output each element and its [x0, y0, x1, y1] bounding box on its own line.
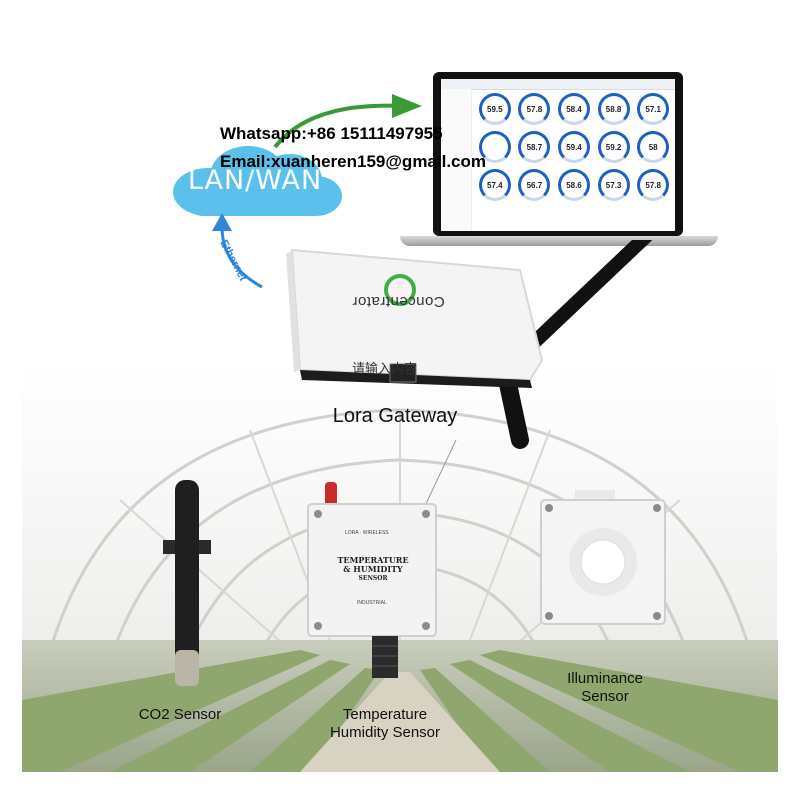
gauge: 58.4: [557, 93, 590, 125]
th-label: Temperature Humidity Sensor: [300, 706, 470, 742]
co2-sensor: [163, 480, 211, 686]
gateway-brand: Concentrator: [352, 293, 445, 310]
cloud-icon: [173, 146, 342, 216]
green-arrow-icon: [273, 94, 422, 149]
th-box-line3: SENSOR: [358, 575, 388, 582]
gauge-grid: 59.5 57.8 58.4 58.8 57.1 58.7 59.4 59.2 …: [475, 93, 673, 201]
gauge: 59.2: [597, 131, 630, 163]
th-box-line1: TEMPERATURE: [337, 555, 409, 565]
th-sensor: [307, 482, 437, 678]
gauge: 58: [637, 131, 670, 163]
th-box-top: LORA · WIRELESS: [345, 530, 389, 536]
gauge: 57.8: [518, 93, 551, 125]
gateway-device: [286, 240, 653, 449]
illuminance-label-line2: Sensor: [581, 688, 629, 705]
dashboard-sidebar: [441, 89, 472, 231]
connector-line: [423, 440, 457, 509]
gateway-label: Lora Gateway: [332, 405, 458, 427]
email-text: Email:xuanheren159@gmail.com: [220, 152, 487, 171]
co2-label: CO2 Sensor: [138, 706, 222, 723]
gauge: [478, 131, 511, 163]
th-box-line2: & HUMIDITY: [343, 564, 403, 574]
gauge: 56.7: [518, 169, 551, 201]
browser-toolbar: [441, 79, 675, 90]
th-box-title: TEMPERATURE & HUMIDITY SENSOR: [333, 556, 413, 583]
gauge: 58.6: [557, 169, 590, 201]
illuminance-label: Illuminance Sensor: [545, 670, 665, 706]
blue-arrow-icon: [212, 213, 263, 289]
cloud-label: LAN/WAN: [187, 165, 323, 196]
gauge: 57.4: [478, 169, 511, 201]
illuminance-sensor: [540, 490, 666, 625]
th-label-line1: Temperature: [342, 706, 428, 723]
th-box-bottom: INDUSTRIAL: [357, 600, 387, 606]
gauge: 59.4: [557, 131, 590, 163]
whatsapp-text: Whatsapp:+86 15111497955: [220, 124, 443, 143]
gauge: 57.8: [637, 169, 670, 201]
gauge: 58.7: [518, 131, 551, 163]
gauge: 59.5: [478, 93, 511, 125]
gateway-overlay-text: 请输入内容: [352, 361, 418, 376]
dashboard-screen: 59.5 57.8 58.4 58.8 57.1 58.7 59.4 59.2 …: [441, 79, 675, 231]
gauge: 57.1: [637, 93, 670, 125]
th-label-line2: Humidity Sensor: [329, 724, 441, 741]
gauge: 57.3: [597, 169, 630, 201]
gauge: 58.8: [597, 93, 630, 125]
illuminance-label-line1: Illuminance: [567, 670, 643, 687]
laptop-base: [400, 236, 718, 246]
